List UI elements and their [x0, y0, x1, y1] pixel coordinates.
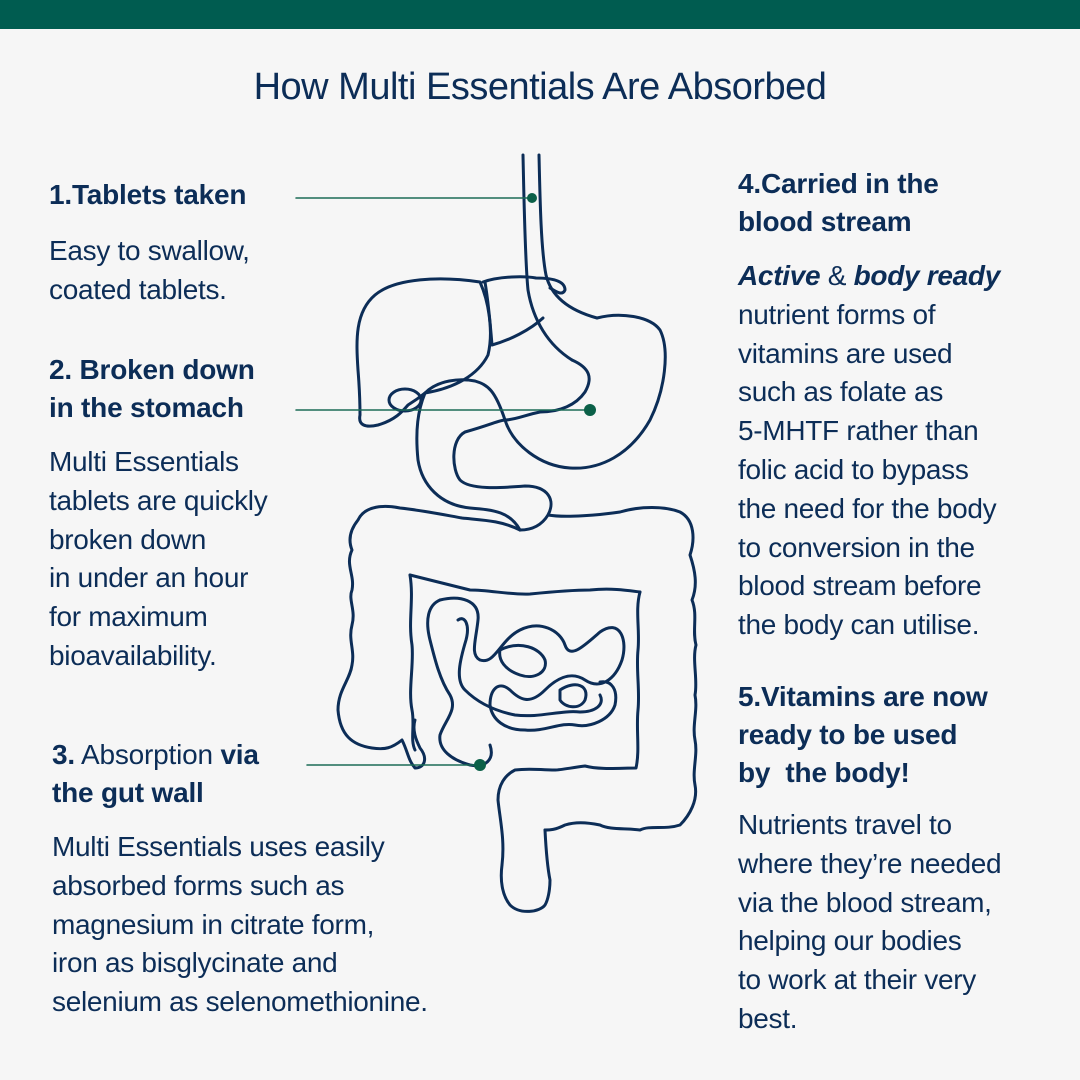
step-2-body: Multi Essentials tablets are quickly bro…	[49, 443, 268, 676]
step-4-body-line: nutrient forms of	[738, 298, 936, 330]
step-4-ampersand: &	[820, 260, 854, 291]
step-5-heading-line: ready to be used	[738, 719, 958, 750]
step-4-body-line: 5-MHTF rather than	[738, 415, 979, 447]
step-5-body: Nutrients travel to where they’re needed…	[738, 806, 1002, 1039]
step-5-body-line: where they’re needed	[738, 847, 1002, 879]
step-3-body-line: selenium as selenomethionine.	[52, 986, 428, 1018]
large-intestine-icon	[336, 505, 522, 770]
step-2-body-line: tablets are quickly	[49, 484, 268, 516]
step-3-body-line: magnesium in citrate form,	[52, 908, 375, 940]
step-4-heading-line: 4.Carried in the	[738, 168, 939, 199]
step-4-body-line: the need for the body	[738, 492, 997, 524]
step-2-body-line: in under an hour	[49, 562, 249, 594]
step-5-body-line: via the blood stream,	[738, 886, 992, 918]
small-intestine-icon	[438, 596, 626, 732]
step-4-body-line: folic acid to bypass	[738, 453, 969, 485]
step-2-heading-line: 2. Broken down	[49, 354, 255, 385]
stomach-icon	[452, 313, 667, 532]
step-5-heading-line: by the body!	[738, 757, 910, 788]
step-3-number: 3.	[52, 739, 75, 770]
step-4-body-line: the body can utilise.	[738, 609, 980, 641]
step-5-heading: 5.Vitamins are now ready to be used by t…	[738, 678, 1001, 792]
page-title: How Multi Essentials Are Absorbed	[253, 66, 827, 108]
step-5: 5.Vitamins are now ready to be used by t…	[738, 678, 1002, 1039]
step-4-body-line: to conversion in the	[738, 531, 975, 563]
step-2-body-line: Multi Essentials	[49, 446, 239, 477]
step-1-body-line: Easy to swallow,	[49, 235, 250, 266]
step-2-body-line: bioavailability.	[49, 639, 217, 671]
step-1-number: 1.	[49, 179, 72, 210]
step-3: 3. Absorption via the gut wall Multi Ess…	[52, 736, 428, 1022]
step-1: 1.Tablets taken Easy to swallow, coated …	[49, 176, 250, 310]
step-1-body-line: coated tablets.	[49, 273, 227, 305]
step-2-heading: 2. Broken down in the stomach	[49, 351, 267, 427]
step-4-italic-active: Active	[738, 260, 821, 291]
step-5-body-line: Nutrients travel to	[738, 809, 952, 840]
gallbladder-icon	[387, 387, 423, 413]
step-5-body-line: best.	[738, 1002, 798, 1034]
step-2-heading-line: in the stomach	[49, 392, 244, 423]
step-4-body-line: blood stream before	[738, 570, 982, 602]
step-3-body-line: Multi Essentials uses easily	[52, 831, 385, 862]
step-4-body-line: vitamins are used	[738, 337, 953, 369]
step-4: 4.Carried in the blood stream Active & b…	[738, 165, 1000, 645]
step-3-body-line: iron as bisglycinate and	[52, 947, 338, 979]
step-4-intro: Active & body ready	[738, 257, 1000, 296]
liver-icon	[355, 277, 492, 428]
step-2-body-line: for maximum	[49, 601, 208, 633]
step-2-body-line: broken down	[49, 523, 207, 555]
step-4-italic-body-ready: body ready	[853, 260, 1001, 291]
step-5-body-line: helping our bodies	[738, 925, 962, 957]
step-4-body: Active & body ready nutrient forms of vi…	[738, 257, 1000, 645]
top-brand-bar	[0, 0, 1080, 29]
step-4-heading: 4.Carried in the blood stream	[738, 165, 1000, 241]
step-3-title-bold: via	[220, 739, 259, 770]
step-1-heading: 1.Tablets taken	[49, 176, 250, 214]
marker-dot-esophagus	[527, 193, 537, 203]
step-1-title: Tablets taken	[71, 179, 247, 210]
marker-dot-intestine	[474, 759, 486, 771]
step-5-heading-line: 5.Vitamins are now	[738, 681, 988, 712]
step-4-heading-line: blood stream	[738, 206, 912, 237]
marker-dot-stomach	[584, 404, 596, 416]
step-2: 2. Broken down in the stomach Multi Esse…	[49, 351, 268, 676]
step-3-body: Multi Essentials uses easily absorbed fo…	[52, 828, 428, 1022]
step-1-body: Easy to swallow, coated tablets.	[49, 232, 250, 310]
step-3-title-regular: Absorption	[74, 739, 221, 770]
step-3-heading: 3. Absorption via the gut wall	[52, 736, 428, 812]
step-3-heading-line: the gut wall	[52, 777, 204, 808]
step-4-body-line: such as folate as	[738, 376, 944, 408]
esophagus-icon	[521, 153, 574, 362]
step-5-body-line: to work at their very	[738, 964, 977, 996]
step-3-body-line: absorbed forms such as	[52, 869, 345, 901]
